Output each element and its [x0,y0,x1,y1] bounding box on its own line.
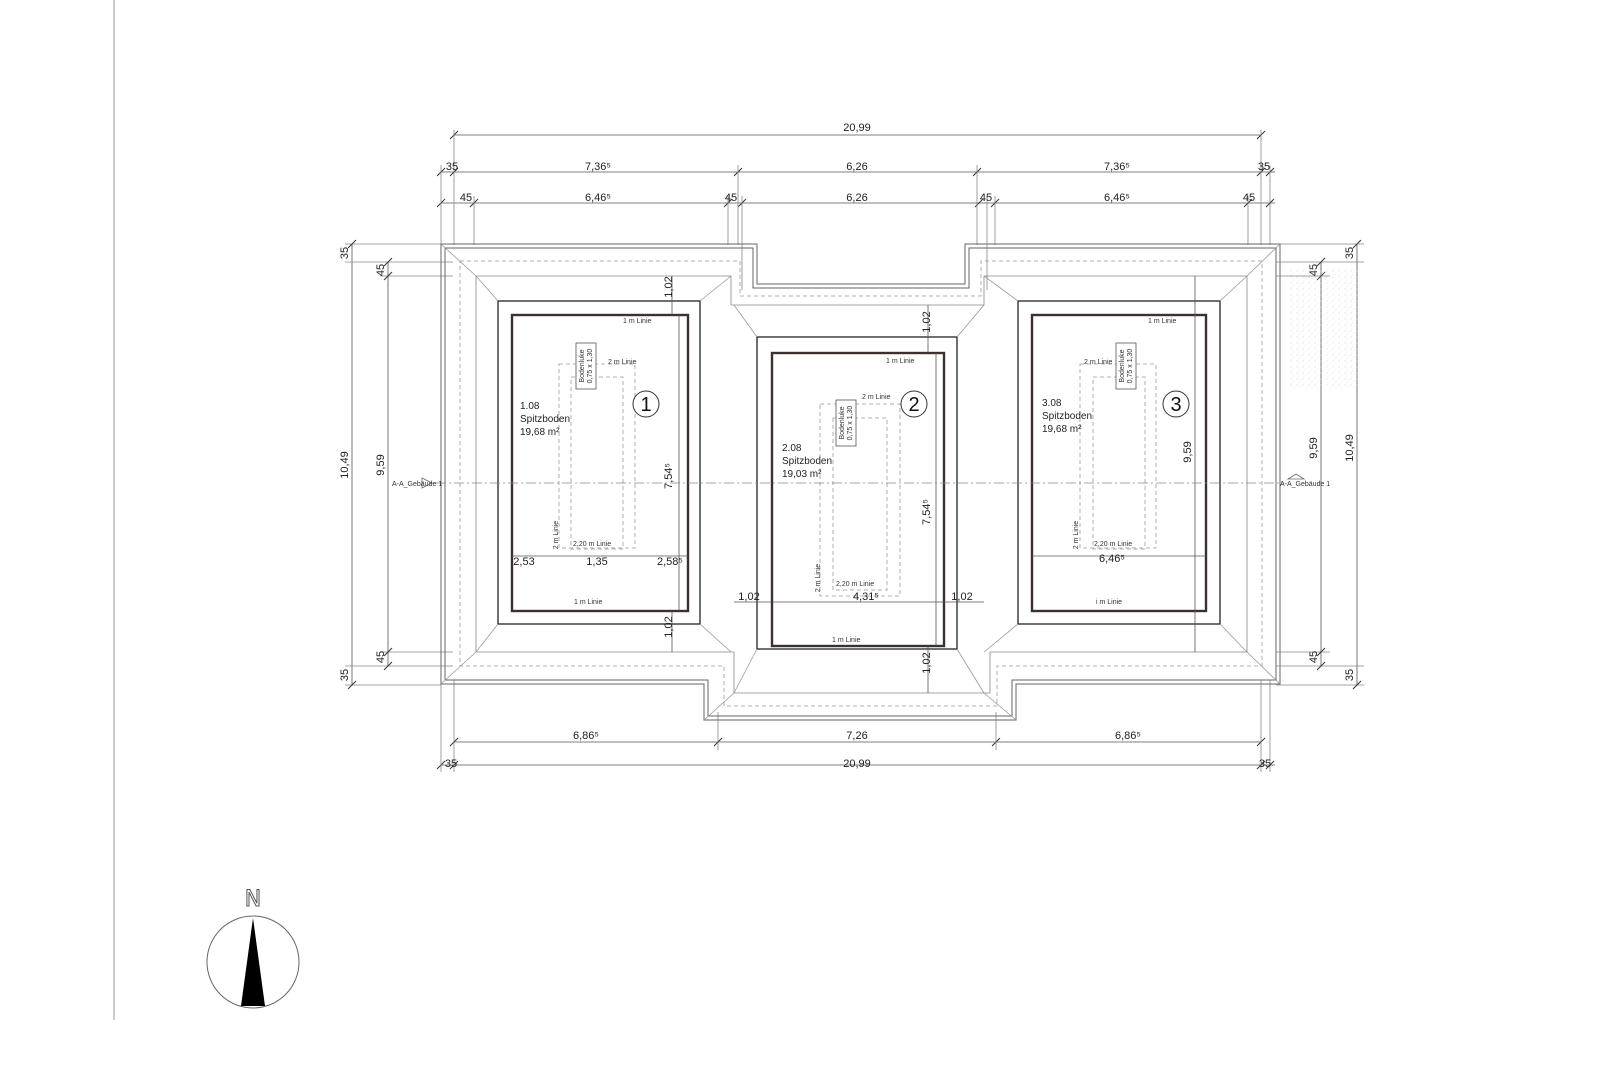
dim-r1-height: 7,54⁵ [663,463,675,489]
hatch-3-size: 0,75 x 1,30 [1127,349,1134,384]
hatch-3 [1115,342,1137,390]
bay-1: Bodenluke 0,75 x 1,30 2 m Linie 2,20 m L… [440,243,732,685]
dim-top-r3-3: 6,26 [846,192,867,204]
label-1m-2bot: 1 m Linie [832,637,861,644]
hatch-1-title: Bodenluke [579,349,586,382]
bay-3: Bodenluke 0,75 x 1,30 2 m Linie 2,20 m L… [983,243,1281,685]
label-1m-1bot: 1 m Linie [574,599,603,606]
left-dimension-chains: 35 45 10,49 9,59 45 35 [339,239,453,690]
room-1-area: 19,68 m² [520,427,560,438]
label-1m-1top: 1 m Linie [623,318,652,325]
north-arrow: N [206,887,300,1009]
dim-bottom-r2-2: 35 [1259,758,1271,770]
dim-bottom-r2-1: 20,99 [843,758,871,770]
label-2m-3v: 2 m Linie [1073,521,1080,550]
bay-2: Bodenluke 0,75 x 1,30 2 m Linie 2,20 m L… [703,304,1017,721]
dim-r1-wr: 2,58⁵ [657,556,683,568]
dim-r1-bottom: 1,02 [663,616,675,637]
room-1-name: Spitzboden [520,414,570,425]
dim-top-r2-1: 7,36⁵ [585,161,611,173]
label-1m-3bot: i m Linie [1096,599,1122,606]
dim-r3-width: 6,46⁵ [1099,553,1125,565]
hatch-1 [575,342,597,390]
room-3-name: Spitzboden [1042,411,1092,422]
dim-top-r2-3: 7,36⁵ [1104,161,1130,173]
dim-r2-height: 7,54⁵ [921,499,933,525]
section-line: A-A_Gebäude 1 A-A_Gebäude 1 [392,473,1330,489]
dim-left-1: 45 [375,264,387,276]
dim-r2-left: 1,02 [738,591,759,603]
hatch-3-title: Bodenluke [1119,349,1126,382]
room-number-circle-1 [632,390,660,418]
dim-left-3: 9,59 [375,454,387,475]
dim-top-r2-0: 35 [446,161,458,173]
dim-left-5: 35 [339,669,351,681]
dim-top-r3-1: 6,46⁵ [585,192,611,204]
label-220-1: 2,20 m Linie [573,541,611,548]
dim-top-r3-0: 45 [460,192,472,204]
north-label: N [245,887,261,912]
dim-r2-width: 4,31⁵ [853,591,879,603]
room-number-circle-2 [900,390,928,418]
room-2-area: 19,03 m² [782,469,822,480]
label-2m-3: 2 m Linie [1084,359,1113,366]
hatch-2 [835,399,857,447]
section-label-left: A-A_Gebäude 1 [392,481,442,488]
dim-top-r3-4: 45 [980,192,992,204]
top-dimension-chains: 20,99 35 7,36⁵ 6,26 7,36⁵ 35 45 6,46⁵ 45… [436,122,1275,290]
label-2m-1v: 2 m Linie [553,521,560,550]
label-2m-2v: 2 m Linie [815,564,822,593]
dim-top-r2-2: 6,26 [846,161,867,173]
north-arrow-circle [206,915,300,1009]
hatch-1-size: 0,75 x 1,30 [587,349,594,384]
hatch-2-size: 0,75 x 1,30 [847,406,854,441]
dim-left-4: 45 [375,651,387,663]
label-2m-1: 2 m Linie [608,359,637,366]
label-1m-2top: 1 m Linie [886,358,915,365]
dim-top-total: 20,99 [843,122,871,134]
dim-r2-top: 1,02 [921,311,933,332]
label-1m-3top: 1 m Linie [1148,318,1177,325]
section-label-right: A-A_Gebäude 1 [1280,481,1330,488]
dim-bottom-r1-1: 7,26 [846,730,867,742]
dim-top-r2-4: 35 [1258,161,1270,173]
north-arrow-icon [241,918,265,1006]
dim-left-0: 35 [339,247,351,259]
label-2m-2: 2 m Linie [862,394,891,401]
dim-r2-bottom: 1,02 [921,652,933,673]
dim-right-2: 9,59 [1308,437,1320,458]
room-3-area: 19,68 m² [1042,424,1082,435]
dim-bottom-r1-0: 6,86⁵ [573,730,599,742]
dim-left-2: 10,49 [339,451,351,479]
dim-r3-height: 9,59 [1182,441,1194,462]
hatched-terrace-area [1290,268,1360,388]
dim-right-5: 35 [1344,669,1356,681]
dim-bottom-r2-0: 35 [445,758,457,770]
room-number-1: 1 [640,394,651,416]
dim-bottom-r1-2: 6,86⁵ [1115,730,1141,742]
dim-right-3: 10,49 [1344,434,1356,462]
hatch-2-title: Bodenluke [839,406,846,439]
dim-right-0: 35 [1344,247,1356,259]
room-3-id: 3.08 [1042,398,1062,409]
room-2-id: 2.08 [782,443,802,454]
room-2-name: Spitzboden [782,456,832,467]
room-number-circle-3 [1162,390,1190,418]
label-220-3: 2,20 m Linie [1094,541,1132,548]
dim-top-r3-6: 45 [1243,192,1255,204]
dim-r1-top: 1,02 [663,276,675,297]
room-number-2: 2 [908,394,919,416]
label-220-2: 2,20 m Linie [836,581,874,588]
room-number-3: 3 [1170,394,1181,416]
dim-r1-wm: 1,35 [586,556,607,568]
dim-r1-wl: 2,53 [513,556,534,568]
dim-top-r3-2: 45 [725,192,737,204]
room-1-id: 1.08 [520,401,540,412]
dim-top-r3-5: 6,46⁵ [1104,192,1130,204]
dim-r2-right: 1,02 [951,591,972,603]
dim-right-4: 45 [1308,651,1320,663]
bottom-dimension-chains: 6,86⁵ 7,26 6,86⁵ 35 20,99 35 [436,680,1275,772]
